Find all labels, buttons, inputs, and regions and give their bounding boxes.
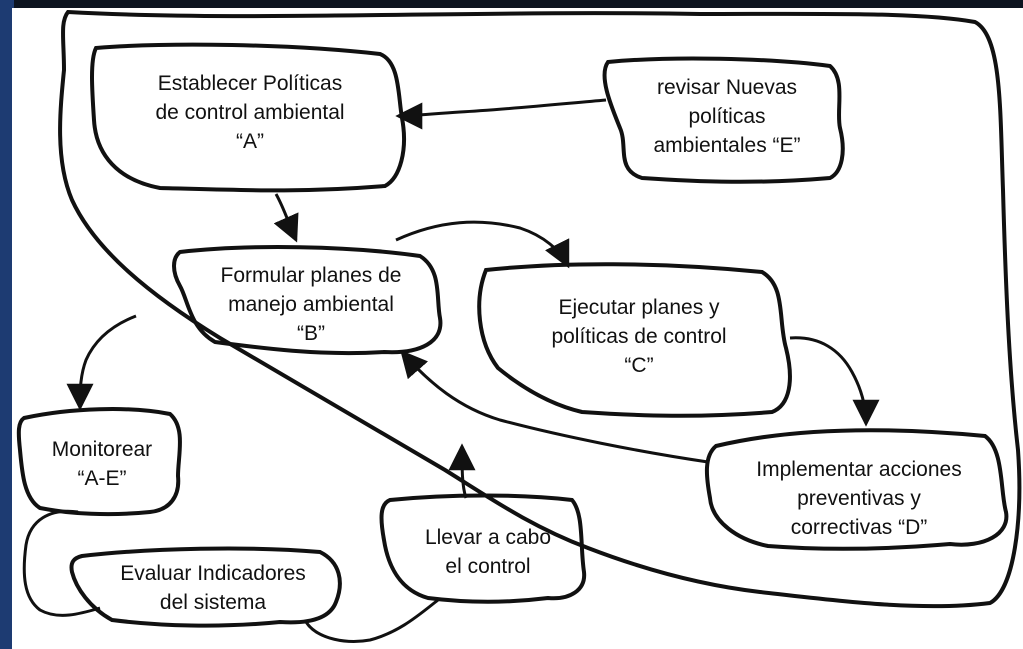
node-llevar-shape	[379, 493, 587, 604]
node-a-shape	[90, 42, 407, 193]
node-a-label: Establecer Políticas de control ambiental…	[104, 62, 396, 162]
arrow-d-to-b	[400, 349, 709, 464]
node-e-label-line-3: ambientales “E”	[653, 133, 801, 157]
arrow-e-to-a	[395, 98, 607, 130]
node-monitor-label-line-1: Monitorear	[51, 438, 153, 461]
node-d-shape	[704, 428, 1009, 551]
node-e-shape	[602, 56, 845, 184]
node-b-label-line-3: “B”	[297, 321, 325, 345]
node-b-label-line-2: manejo ambiental	[228, 292, 394, 316]
node-evaluar-label-line-1: Evaluar Indicadores	[120, 562, 306, 585]
node-evaluar-label: Evaluar Indicadores del sistema	[84, 556, 342, 620]
node-d-label-line-1: Implementar acciones	[756, 457, 962, 481]
node-b-label: Formular planes de manejo ambiental “B”	[186, 256, 436, 352]
node-llevar-label-line-2: el control	[445, 555, 531, 578]
node-monitor-label: Monitorear “A-E”	[26, 424, 178, 504]
node-c-shape	[477, 262, 792, 418]
arrow-c-to-d	[789, 336, 880, 427]
arrow-llevar-up	[448, 443, 476, 499]
node-a-label-line-3: “A”	[236, 129, 264, 153]
node-c-label: Ejecutar planes y políticas de control “C”	[494, 286, 784, 386]
node-c-label-line-1: Ejecutar planes y	[558, 295, 720, 319]
node-llevar-label-line-1: Llevar a cabo	[424, 526, 552, 549]
node-d-label-line-3: correctivas “D”	[790, 515, 928, 539]
connector-monitor-to-evaluar	[22, 509, 101, 617]
node-monitor-label-line-2: “A-E”	[77, 467, 127, 490]
node-monitor-shape	[16, 407, 182, 517]
node-a-label-line-2: de control ambiental	[155, 100, 345, 124]
outer-cycle-loop	[58, 9, 1022, 609]
left-edge-strip	[0, 0, 14, 649]
node-c-label-line-3: “C”	[624, 353, 654, 377]
node-a-label-line-1: Establecer Políticas	[157, 71, 343, 95]
node-b-shape	[172, 245, 443, 356]
node-llevar-label: Llevar a cabo el control	[390, 520, 586, 584]
connector-evaluar-to-llevar	[304, 598, 439, 643]
node-b-label-line-1: Formular planes de	[220, 263, 402, 287]
node-e-label-line-1: revisar Nuevas	[656, 75, 798, 99]
node-evaluar-label-line-2: del sistema	[159, 591, 267, 614]
arrow-b-to-c	[395, 220, 570, 269]
node-e-label: revisar Nuevas políticas ambientales “E”	[622, 66, 832, 166]
node-evaluar-shape	[69, 546, 342, 628]
node-d-label-line-2: preventivas y	[797, 486, 921, 510]
node-e-label-line-2: políticas	[688, 104, 766, 128]
arrow-to-monitor	[66, 314, 137, 411]
arrow-a-to-b	[273, 193, 299, 243]
diagram-paper	[12, 8, 1023, 649]
node-d-label: Implementar acciones preventivas y correct…	[716, 448, 1002, 548]
node-c-label-line-2: políticas de control	[551, 324, 727, 348]
